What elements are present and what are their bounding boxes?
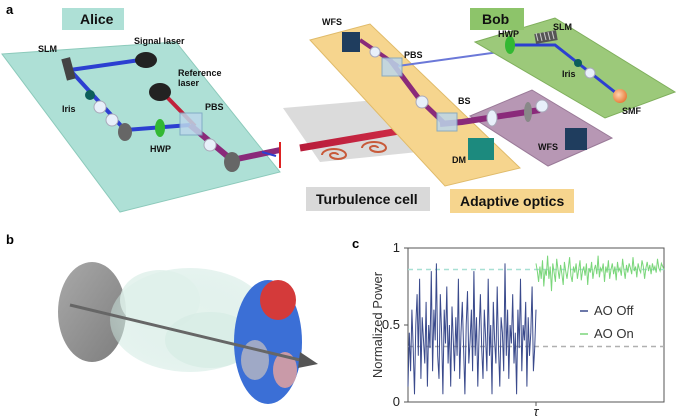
signal-laser-label: Signal laser	[134, 36, 185, 46]
y-tick-label: 0.5	[382, 317, 400, 332]
reference-laser-label-1: Reference	[178, 68, 222, 78]
alice-title: Alice	[80, 11, 114, 27]
alice-hwp-label: HWP	[150, 144, 171, 154]
alice-mirror	[118, 123, 132, 141]
bob-iris	[574, 59, 582, 67]
ao-table	[309, 23, 522, 187]
series-line-ao-on	[535, 255, 665, 292]
reference-laser	[149, 83, 171, 101]
alice-iris-label: Iris	[62, 104, 76, 114]
alice-lens-2	[105, 113, 119, 127]
wfs-bottom	[565, 128, 587, 150]
reference-laser-label-2: laser	[178, 78, 200, 88]
bob-beam	[510, 43, 626, 102]
propagation-axis	[69, 303, 301, 362]
series-line-ao-off	[407, 263, 537, 395]
alice-mirror-2	[224, 152, 240, 172]
bob-lens	[584, 67, 596, 79]
legend-entry: AO Off	[594, 303, 634, 318]
legend-entry: AO On	[594, 326, 634, 341]
power-chart: 0 0.5 1 τ Normalized Power AO Off AO On	[370, 240, 665, 417]
panel-b-label: b	[6, 232, 14, 247]
alice-pbs-label: PBS	[205, 102, 224, 112]
x-tick-label-tau: τ	[534, 404, 540, 417]
turbulence-spirals	[321, 141, 388, 160]
smf-label: SMF	[622, 106, 642, 116]
ao-bs-label: BS	[458, 96, 471, 106]
bob-slm	[534, 30, 558, 44]
ao-pbs-label: PBS	[404, 50, 423, 60]
y-tick-label: 1	[393, 240, 400, 255]
signal-laser	[135, 52, 157, 68]
turbulence-title: Turbulence cell	[316, 191, 418, 207]
alice-lens-1	[93, 100, 107, 114]
bob-tag	[470, 8, 524, 30]
ao-lens-1	[369, 46, 381, 58]
alice-iris	[85, 90, 95, 100]
bob-hwp-label: HWP	[498, 29, 519, 39]
propagation-arrow-icon	[298, 352, 318, 368]
y-axis-label: Normalized Power	[370, 271, 385, 378]
ao-bs	[436, 112, 458, 132]
ao-lens-4	[535, 99, 549, 113]
wfs-top	[342, 32, 360, 52]
alice-slm-label: SLM	[38, 44, 57, 54]
ao-tag	[450, 189, 574, 213]
y-tick-label: 0	[393, 394, 400, 409]
alice-pbs	[179, 112, 203, 136]
alice-slm	[61, 57, 76, 81]
panel-c-label: c	[352, 236, 359, 251]
alice-hwp	[155, 119, 165, 137]
bob-slm-label: SLM	[553, 22, 572, 32]
smf	[613, 89, 627, 103]
polarization-h	[261, 151, 277, 157]
ao-lens-3	[486, 109, 498, 127]
alice-tag	[62, 8, 124, 30]
deformable-mirror	[468, 138, 494, 160]
bob-hwp	[505, 36, 515, 54]
panel-a-label: a	[6, 2, 14, 17]
turbulence-tag	[306, 187, 430, 211]
wfs-top-label: WFS	[322, 17, 342, 27]
bob-iris-label: Iris	[562, 69, 576, 79]
cloud-puff-1	[120, 270, 200, 330]
dm-label: DM	[452, 155, 466, 165]
input-plane-disc	[58, 262, 126, 362]
ao-lens-2	[415, 95, 429, 109]
ao-mirror	[524, 102, 532, 122]
distorted-wavefront	[234, 280, 302, 404]
bob-title: Bob	[482, 11, 509, 27]
ao-pbs	[381, 57, 403, 77]
alice-lens-3	[203, 138, 217, 152]
signal-beam-1	[69, 58, 141, 72]
wfs-bottom-label: WFS	[538, 142, 558, 152]
ao-title: Adaptive optics	[460, 193, 564, 209]
